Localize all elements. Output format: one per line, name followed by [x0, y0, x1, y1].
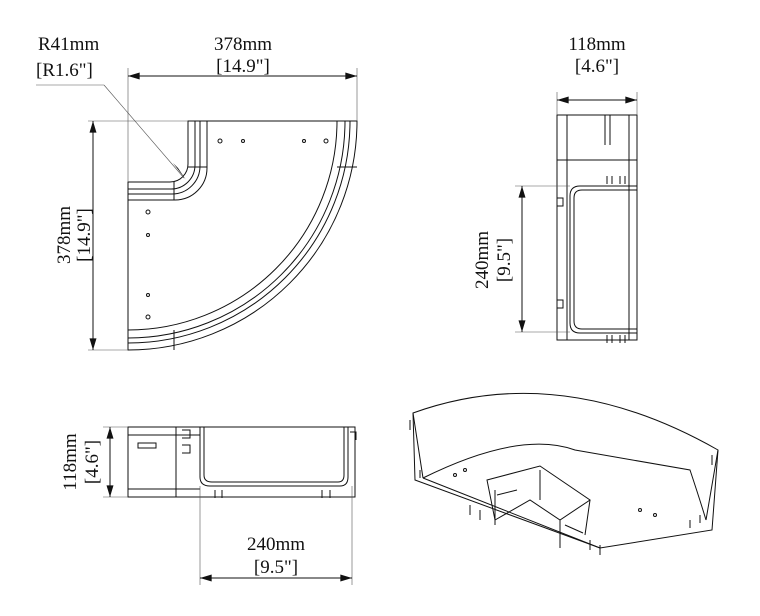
side-width-in: [4.6"]	[575, 56, 619, 77]
top-height-mm: 378mm	[54, 206, 75, 264]
front-width-dimension: 240mm [9.5"]	[199, 486, 353, 585]
side-height-mm: 240mm	[472, 231, 493, 289]
front-height-in: [4.6"]	[82, 440, 103, 484]
top-width-mm: 378mm	[214, 34, 272, 55]
front-width-mm: 240mm	[247, 534, 305, 555]
radius-dimension: R41mm [R1.6"]	[36, 34, 186, 180]
top-height-in: [14.9"]	[74, 208, 95, 262]
front-view: 118mm [4.6"] 240mm [9.5"]	[60, 426, 357, 585]
top-width-dimension: 378mm [14.9"]	[127, 34, 358, 182]
front-width-in: [9.5"]	[254, 557, 298, 578]
top-view: 378mm [14.9"] 378mm [14.9"] R41mm [R1.6"…	[36, 34, 358, 351]
side-height-dimension: 240mm [9.5"]	[472, 185, 570, 333]
top-height-dimension: 378mm [14.9"]	[54, 120, 188, 351]
mounting-holes	[145, 138, 329, 320]
isometric-view	[409, 392, 719, 555]
radius-mm: R41mm	[38, 34, 99, 55]
side-height-in: [9.5"]	[494, 238, 515, 282]
radius-in: [R1.6"]	[36, 60, 93, 81]
front-height-mm: 118mm	[60, 433, 81, 491]
side-width-mm: 118mm	[568, 34, 626, 55]
front-height-dimension: 118mm [4.6"]	[60, 426, 128, 498]
side-view: 118mm [4.6"] 240mm [9.5"]	[472, 34, 638, 343]
side-width-dimension: 118mm [4.6"]	[556, 34, 638, 115]
top-width-in: [14.9"]	[216, 56, 270, 77]
